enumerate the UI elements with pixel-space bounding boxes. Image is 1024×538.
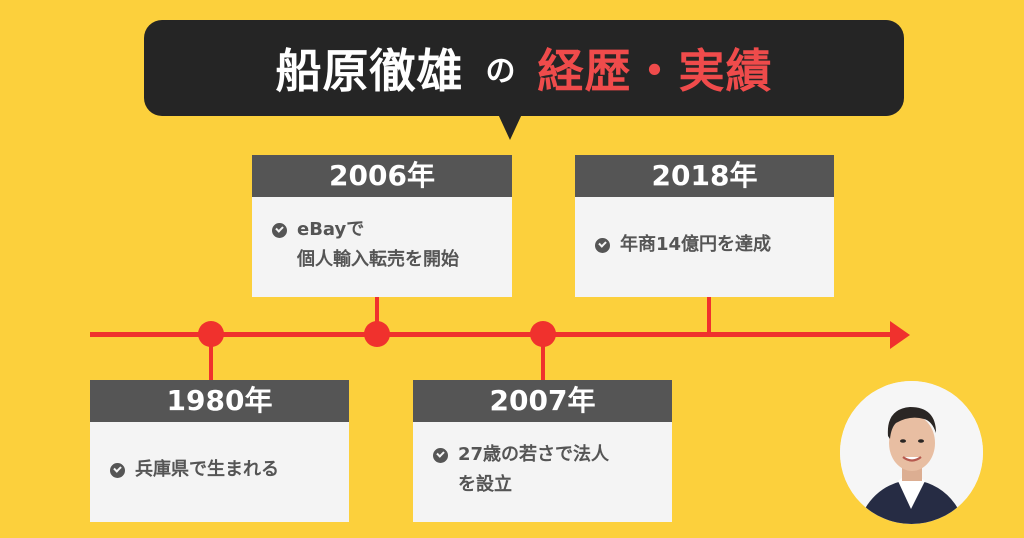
card-text-line: を設立 bbox=[458, 474, 512, 495]
timeline-card-2018: 2018年 年商14億円を達成 bbox=[575, 155, 834, 297]
timeline-dot-1980 bbox=[198, 321, 224, 347]
card-year: 2006年 bbox=[252, 155, 512, 197]
timeline-axis bbox=[90, 332, 895, 337]
card-year: 2018年 bbox=[575, 155, 834, 197]
connector-1980 bbox=[209, 335, 213, 380]
timeline-dot-2007 bbox=[530, 321, 556, 347]
card-text-line: 兵庫県で生まれる bbox=[135, 459, 279, 480]
card-body: eBayで 個人輸入転売を開始 bbox=[252, 197, 512, 275]
person-portrait-icon bbox=[840, 381, 983, 524]
title-banner: 船原徹雄 の 経歴・実績 bbox=[144, 20, 904, 116]
timeline-card-2006: 2006年 eBayで 個人輸入転売を開始 bbox=[252, 155, 512, 297]
card-text-line: 年商14億円を達成 bbox=[620, 234, 772, 255]
card-body: 年商14億円を達成 bbox=[575, 197, 834, 260]
timeline-dot-2006 bbox=[364, 321, 390, 347]
card-body: 兵庫県で生まれる bbox=[90, 422, 349, 485]
connector-2007 bbox=[541, 335, 545, 380]
check-circle-icon bbox=[110, 463, 125, 478]
timeline-card-2007: 2007年 27歳の若さで法人 を設立 bbox=[413, 380, 672, 522]
card-text-line: eBayで bbox=[297, 219, 365, 240]
portrait-avatar bbox=[840, 381, 983, 524]
card-year: 2007年 bbox=[413, 380, 672, 422]
connector-2006 bbox=[375, 296, 379, 336]
person-name: 船原徹雄 bbox=[275, 44, 464, 98]
card-body: 27歳の若さで法人 を設立 bbox=[413, 422, 672, 500]
title-particle: の bbox=[485, 54, 516, 89]
connector-2018 bbox=[707, 296, 711, 336]
title-highlight: 経歴・実績 bbox=[537, 44, 773, 98]
arrow-head-icon bbox=[890, 321, 910, 349]
card-year: 1980年 bbox=[90, 380, 349, 422]
card-text-line: 27歳の若さで法人 bbox=[458, 444, 610, 465]
check-circle-icon bbox=[272, 223, 287, 238]
card-text-line: 個人輸入転売を開始 bbox=[297, 249, 459, 270]
banner-pointer bbox=[498, 114, 522, 140]
timeline-card-1980: 1980年 兵庫県で生まれる bbox=[90, 380, 349, 522]
check-circle-icon bbox=[433, 448, 448, 463]
check-circle-icon bbox=[595, 238, 610, 253]
